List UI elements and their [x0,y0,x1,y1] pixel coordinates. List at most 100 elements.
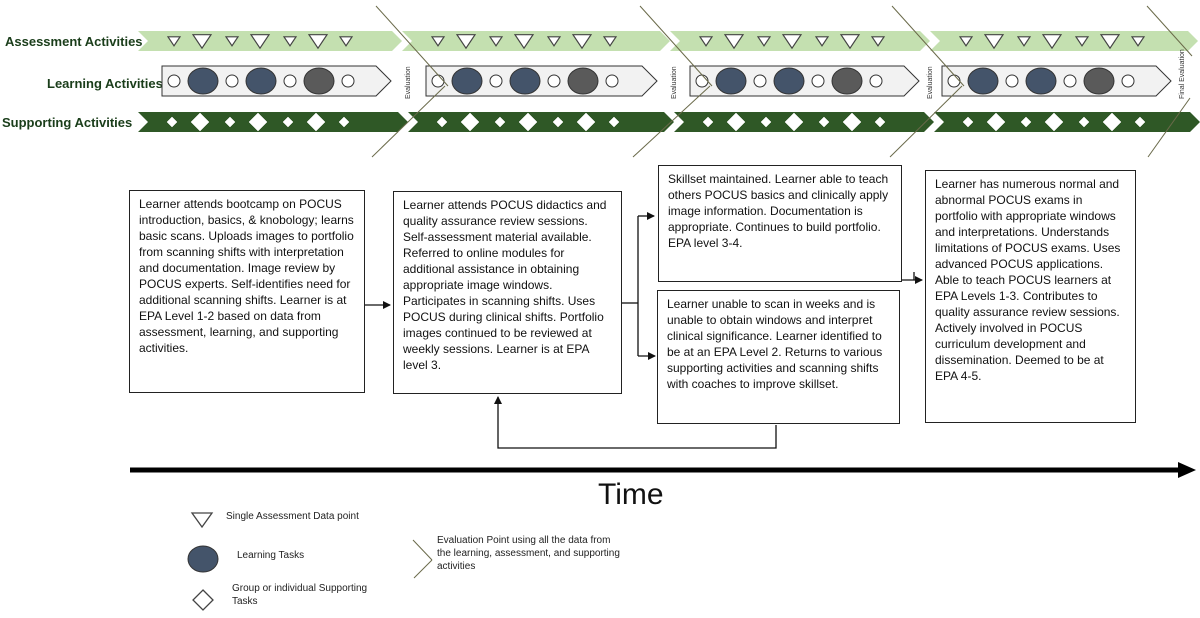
assessment-row-label: Assessment Activities [5,34,143,49]
learning-task-circle-icon [567,67,599,95]
small-circle-icon [605,74,619,88]
small-circle-icon [695,74,709,88]
assessment-triangle-icon [756,36,772,47]
learning-task-circle-icon [715,67,747,95]
legend-evaluation-upper-icon [412,539,433,561]
stage-box-remediation: Learner unable to scan in weeks and is u… [657,290,900,424]
supporting-diamond-icon [518,112,538,132]
evaluation-line-lower-3 [889,85,963,158]
supporting-diamond-icon [1078,116,1090,128]
time-label: Time [598,478,664,511]
small-circle-icon [167,74,181,88]
supporting-diamond-icon [1044,112,1064,132]
supporting-diamond-icon [726,112,746,132]
evaluation-label-3: Evaluation [927,66,934,99]
supporting-diamond-icon [166,116,178,128]
evaluation-points [371,5,1193,158]
learning-task-circle-icon [187,67,219,95]
small-circle-icon [869,74,883,88]
assessment-triangle-icon [546,36,562,47]
assessment-triangle-icon [338,36,354,47]
supporting-diamond-icon [224,116,236,128]
assessment-triangle-icon [224,36,240,47]
small-circle-icon [489,74,503,88]
learning-task-circle-icon [1083,67,1115,95]
assessment-triangle-icon [191,34,213,50]
assessment-triangle-icon [282,36,298,47]
small-circle-icon [283,74,297,88]
legend-evaluation-lower-icon [413,559,433,579]
arrow-to-final [902,272,923,284]
evaluation-label-2: Evaluation [671,66,678,99]
supporting-diamond-icon [190,112,210,132]
learning-markers [167,67,1135,95]
learning-task-circle-icon [831,67,863,95]
evaluation-line-lower-2 [632,85,711,158]
supporting-band [138,112,1200,132]
small-circle-icon [1005,74,1019,88]
legend-evaluation-label: Evaluation Point using all the data from… [437,535,620,572]
assessment-triangle-icon [1099,34,1121,50]
small-circle-icon [431,74,445,88]
supporting-diamond-icon [552,116,564,128]
supporting-diamond-icon [282,116,294,128]
learning-task-circle-icon [451,67,483,95]
assessment-triangle-icon [1074,36,1090,47]
legend-supporting-icon [192,589,214,611]
learning-task-circle-icon [245,67,277,95]
time-axis-arrowhead [1178,462,1196,478]
supporting-diamond-icon [306,112,326,132]
supporting-diamond-icon [1134,116,1146,128]
assessment-band [138,31,1198,51]
supporting-diamond-icon [338,116,350,128]
assessment-triangle-icon [983,34,1005,50]
supporting-diamond-icon [874,116,886,128]
supporting-diamond-icon [760,116,772,128]
learning-task-circle-icon [773,67,805,95]
stage-box-final: Learner has numerous normal and abnormal… [925,170,1136,423]
evaluation-line-upper-1 [375,5,449,87]
assessment-triangle-icon [430,36,446,47]
assessment-triangle-icon [249,34,271,50]
legend-assessment-label: Single Assessment Data point [226,511,359,522]
assessment-triangle-icon [571,34,593,50]
evaluation-line-upper-3 [891,5,965,87]
supporting-diamond-icon [784,112,804,132]
small-circle-icon [753,74,767,88]
learning-task-circle-icon [303,67,335,95]
legend-assessment-icon [190,512,214,529]
supporting-diamond-icon [1020,116,1032,128]
assessment-triangle-icon [1016,36,1032,47]
assessment-triangle-icon [698,36,714,47]
small-circle-icon [947,74,961,88]
assessment-triangle-icon [814,36,830,47]
supporting-diamond-icon [962,116,974,128]
legend-learning-label: Learning Tasks [237,550,305,561]
learning-task-circle-icon [509,67,541,95]
supporting-diamond-icon [248,112,268,132]
stage-box-didactics: Learner attends POCUS didactics and qual… [393,191,622,394]
small-circle-icon [225,74,239,88]
assessment-triangle-icon [307,34,329,50]
supporting-diamond-icon [576,112,596,132]
stage-box-maintained: Skillset maintained. Learner able to tea… [658,165,902,282]
supporting-diamond-icon [818,116,830,128]
evaluation-label-4: Final Evaluation [1179,49,1186,99]
supporting-diamond-icon [436,116,448,128]
supporting-markers [166,112,1146,132]
arrow-remediation-loop-back [494,396,777,449]
assessment-triangle-icon [839,34,861,50]
evaluation-line-lower-1 [371,85,446,158]
supporting-diamond-icon [1102,112,1122,132]
assessment-triangle-icon [1130,36,1146,47]
evaluation-line-upper-2 [639,5,713,87]
evaluation-label-1: Evaluation [405,66,412,99]
supporting-diamond-icon [494,116,506,128]
evaluation-line-lower-4 [1147,97,1191,158]
assessment-triangle-icon [455,34,477,50]
assessment-triangle-icon [870,36,886,47]
stage-box-bootcamp: Learner attends bootcamp on POCUS introd… [129,190,365,393]
learning-row-label: Learning Activities [47,76,163,91]
assessment-markers [166,34,1146,50]
